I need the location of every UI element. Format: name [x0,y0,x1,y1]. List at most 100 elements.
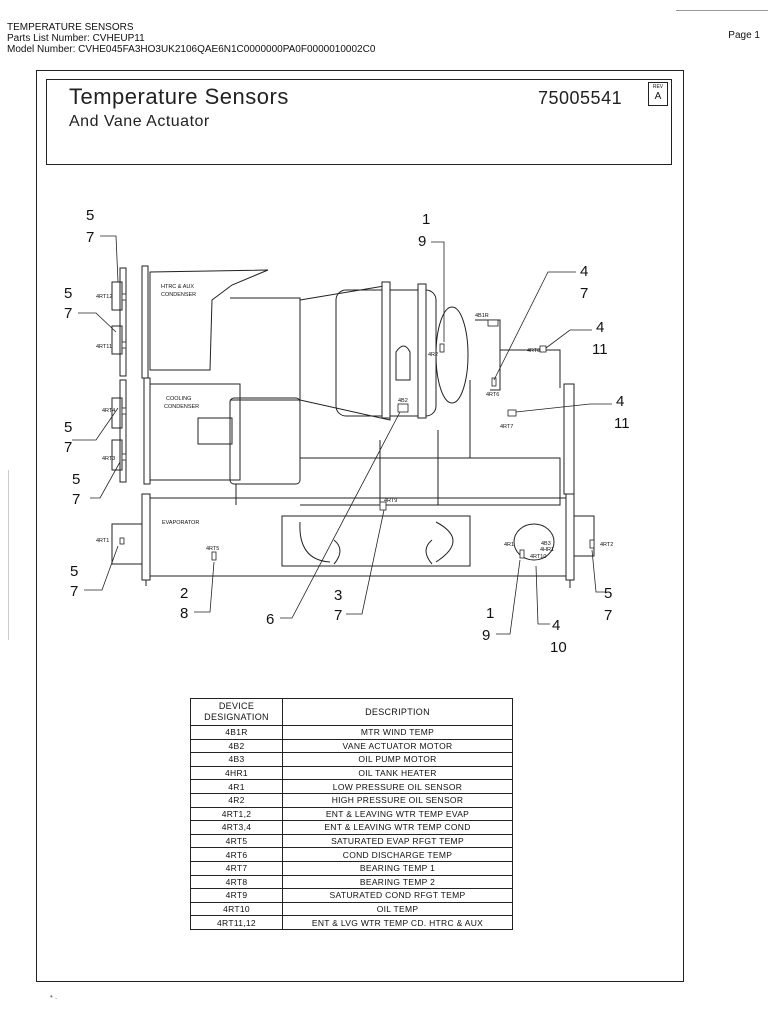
leader-1-9-b [496,559,521,635]
col-description: DESCRIPTION [282,698,513,726]
sensor-4rt8 [539,345,547,353]
leader-4-11-b [515,403,612,413]
sensor-4b2 [397,403,409,413]
label-4rt5: 4RT5 [206,546,219,552]
leader-4-10 [535,565,550,625]
compressor-cone [299,284,391,421]
callout-4-b: 4 [596,319,604,336]
device-designation-cell: 4RT5 [190,833,283,849]
leader-5-7-c [72,407,119,441]
leader-4-11-a [545,329,592,349]
device-designation-cell: 4RT9 [190,888,283,903]
parts-list-number: Parts List Number: CVHEUP11 [7,33,145,44]
evaporator-shell [149,497,571,577]
top-rule [676,10,768,11]
evap-waterbox [111,523,143,565]
oil-tank-inner [299,521,331,563]
compressor-volute [230,297,301,401]
oil-line-2 [500,349,561,388]
page-number: Page 1 [728,30,760,41]
cooling-condenser-tubesheet-2 [143,377,151,485]
callout-1-b: 1 [486,605,494,622]
callout-11-b: 11 [614,415,630,432]
leader-1-9-a [431,241,445,342]
callout-9-b: 9 [482,627,490,644]
callout-4-a: 4 [580,263,588,280]
htrc-waterbox-2 [111,325,123,355]
callout-5-f: 5 [604,585,612,602]
label-4rt7: 4RT7 [500,424,513,430]
description-cell: SATURATED EVAP RFGT TEMP [282,833,513,849]
htrc-condenser-tubesheet-2 [141,265,149,379]
leader-5-7-e [84,545,119,591]
scan-mark: • . [50,992,58,1001]
device-designation-cell: 4B1R [190,725,283,740]
description-cell: SATURATED COND RFGT TEMP [282,888,513,903]
label-4rt8: 4RT8 [527,348,540,354]
sensor-4r2 [439,343,445,353]
callout-8: 8 [180,605,188,622]
leader-4-7-a [493,271,576,381]
label-4rt10: 4RT10 [530,554,546,560]
callout-4-c: 4 [616,393,624,410]
callout-5-b: 5 [64,285,72,302]
callout-3: 3 [334,587,342,604]
htrc-condenser-outline [149,269,269,371]
label-4rt4: 4RT4 [102,408,115,414]
callout-6: 6 [266,611,274,628]
callout-5-d: 5 [72,471,80,488]
description-cell: ENT & LEAVING WTR TEMP EVAP [282,806,513,822]
description-cell: OIL PUMP MOTOR [282,752,513,767]
description-cell: VANE ACTUATOR MOTOR [282,738,513,754]
sensor-4rt7 [507,409,517,417]
label-4rt11: 4RT11 [96,344,112,350]
htrc-condenser-tubesheet [119,267,127,377]
sensor-4rt6 [491,377,497,387]
description-cell: OIL TANK HEATER [282,765,513,781]
evap-nozzle [333,539,341,565]
callout-7-e: 7 [70,583,78,600]
sensor-4rt1 [119,537,125,545]
description-cell: MTR WIND TEMP [282,725,513,740]
callout-4-d: 4 [552,617,560,634]
gear-box [229,397,301,485]
leader-5-7-f [591,549,606,593]
callout-7-f: 7 [580,285,588,302]
motor-flange-2 [417,283,427,419]
label-4hr1: 4HR1 [540,547,554,553]
motor-connector-box [395,345,411,381]
motor-flange [381,281,391,419]
leader-5-7-b [78,312,117,333]
drawing-title: Temperature Sensors [69,84,289,109]
evap-waterbox-2 [573,515,595,557]
callout-7-g: 7 [334,607,342,624]
cooling-label-1: COOLING [166,396,191,402]
model-number: Model Number: CVHE045FA3HO3UK2106QAE6N1C… [7,44,376,55]
cooling-label-2: CONDENSER [164,404,199,410]
evaporator-tubesheet [141,493,151,581]
leader-5-7-d [90,461,121,499]
leader-2-8 [194,561,215,613]
motor-end [435,306,469,404]
cooling-condenser-shell [149,383,241,481]
oil-tank-outline [281,515,471,567]
description-cell: ENT & LVG WTR TEMP CD. HTRC & AUX [282,915,513,930]
callout-5-e: 5 [70,563,78,580]
label-4rt12: 4RT12 [96,294,112,300]
sensor-4rt2 [589,539,595,549]
callout-2: 2 [180,585,188,602]
description-cell: ENT & LEAVING WTR TEMP COND [282,820,513,835]
device-designation-cell: 4RT6 [190,847,283,862]
sensor-4rt9 [379,501,387,511]
label-4b1r: 4B1R [475,313,489,319]
description-cell: BEARING TEMP 1 [282,860,513,876]
drawing-frame [36,70,684,982]
